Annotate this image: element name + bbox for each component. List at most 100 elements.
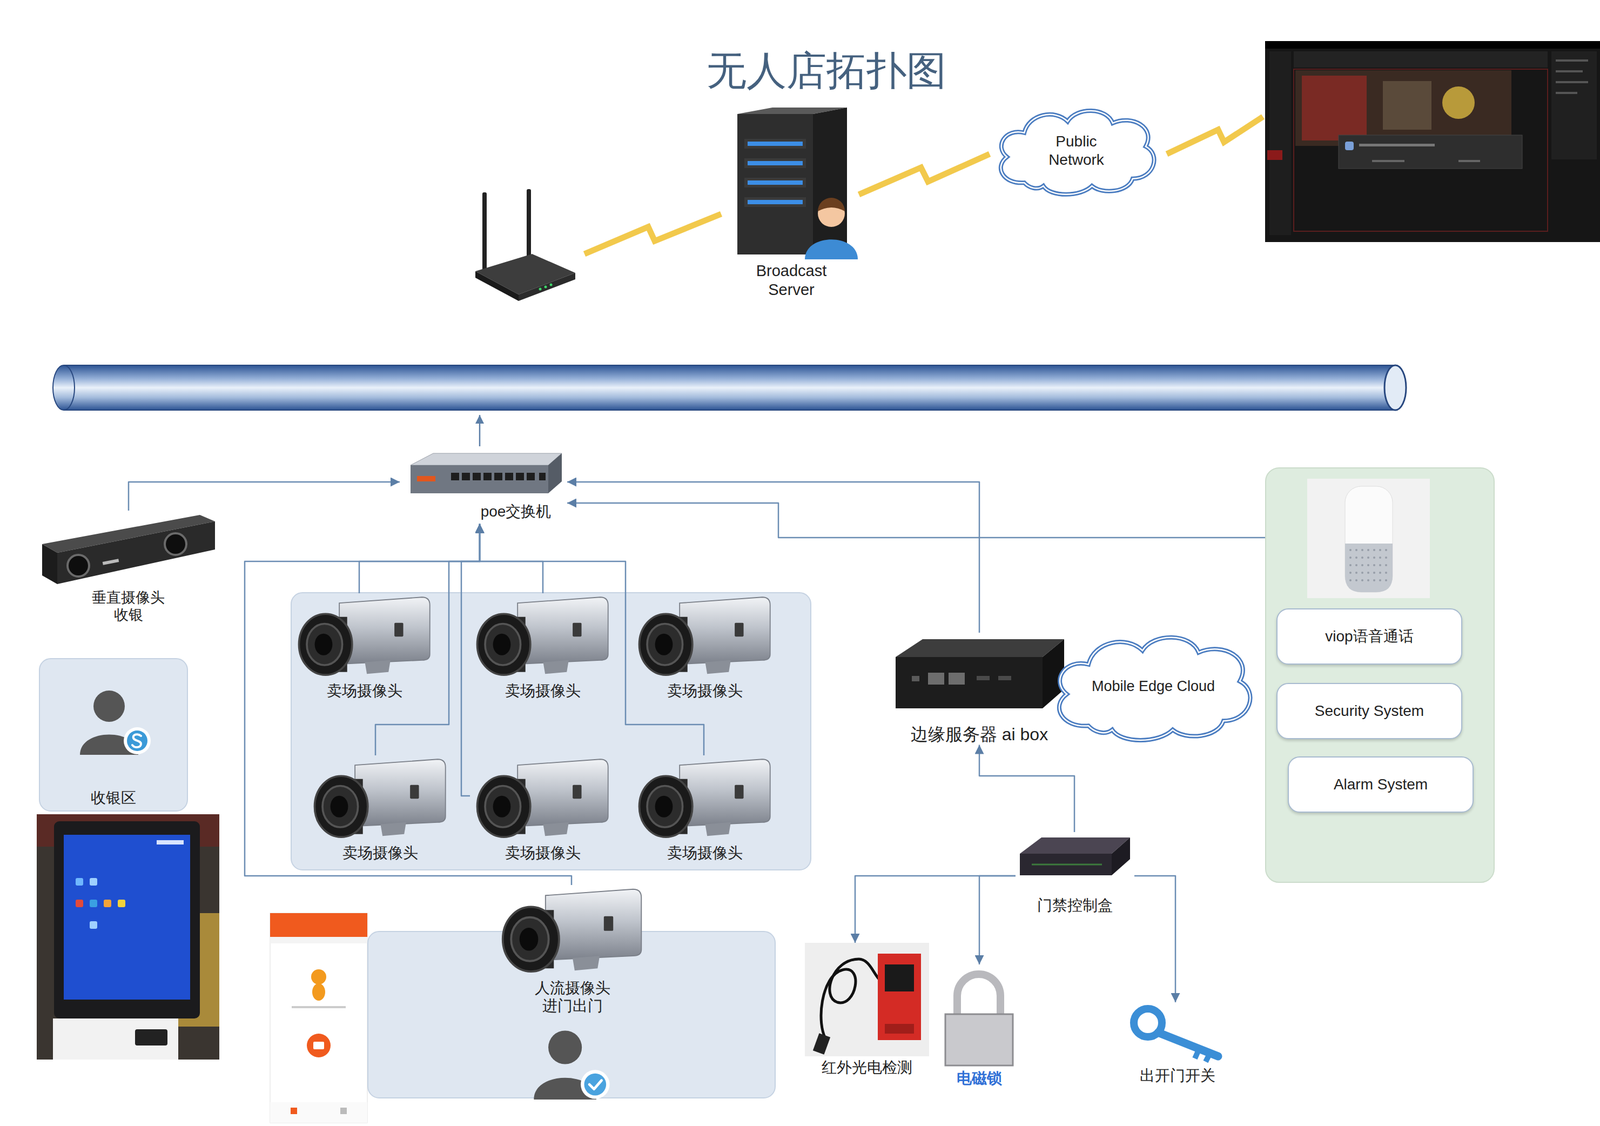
personcheck-icon — [583, 1073, 607, 1096]
app-screenshot — [1345, 141, 1354, 151]
speaker-icon — [1379, 579, 1382, 582]
personcheck-icon — [589, 1080, 602, 1089]
aibox-icon — [948, 672, 965, 685]
speaker-icon — [1385, 548, 1388, 551]
speaker-icon — [1379, 563, 1382, 567]
overhead-camera: 垂直摄像头 收银 — [37, 510, 219, 624]
poe-icon — [410, 465, 549, 494]
personcheck-icon — [548, 1030, 582, 1064]
app-screenshot — [1382, 81, 1432, 130]
cam-icon — [679, 758, 771, 826]
app-screenshot — [1555, 91, 1578, 94]
cam-icon — [647, 623, 683, 665]
phone-screenshot — [291, 1005, 346, 1008]
ir-icon — [884, 964, 914, 992]
cam-icon — [517, 758, 609, 826]
speaker-icon — [1361, 556, 1364, 559]
ctrl-icon — [1031, 863, 1102, 866]
cam-icon — [409, 784, 419, 799]
personcheck-icon — [580, 1069, 610, 1099]
server-node: Broadcast Server — [723, 105, 859, 300]
speaker-icon — [1373, 579, 1376, 582]
router-icon — [526, 189, 531, 259]
phone-screenshot — [313, 1041, 325, 1050]
floor-camera: 卖场摄像头 — [307, 755, 454, 863]
floor-camera: 卖场摄像头 — [469, 593, 616, 701]
cam-icon — [311, 755, 450, 842]
phone-screenshot — [270, 1101, 368, 1123]
phone-screenshot — [311, 969, 327, 985]
poe-icon — [410, 453, 562, 466]
server-icon — [744, 177, 806, 188]
kiosk-photo — [36, 814, 220, 1060]
server-icon — [747, 160, 803, 166]
router-icon — [549, 283, 553, 287]
floor-camera: 卖场摄像头 — [469, 755, 616, 863]
speaker-icon — [1355, 571, 1358, 574]
voice-panel: viop语音通话Security SystemAlarm System — [1265, 467, 1495, 883]
vcam-icon — [57, 521, 215, 584]
speaker-icon — [1379, 556, 1382, 559]
cam-icon — [636, 593, 775, 680]
entrance-area: 人流摄像头 进门出门 — [367, 930, 776, 1099]
app-screenshot — [1338, 135, 1523, 169]
speaker-icon — [1307, 478, 1430, 598]
node-label: 收银区 — [90, 788, 137, 808]
poe-icon — [461, 472, 470, 481]
router-icon — [475, 189, 576, 301]
cam-icon — [704, 660, 731, 674]
edge-server: 边缘服务器 ai box — [890, 632, 1069, 745]
wireless-link — [584, 116, 1263, 254]
speaker-icon — [1355, 556, 1358, 559]
cam-icon — [654, 633, 673, 656]
server-icon — [723, 105, 859, 260]
cam-icon — [572, 622, 582, 637]
service-pill: viop语音通话 — [1276, 608, 1463, 665]
key-icon — [1123, 1002, 1232, 1065]
server-icon — [812, 107, 847, 255]
cam-icon — [647, 785, 683, 827]
vcam-icon — [42, 514, 215, 584]
app-screenshot — [1295, 70, 1512, 146]
node-label: 卖场摄像头 — [469, 681, 616, 701]
node-label: 卖场摄像头 — [632, 681, 778, 701]
person-icon — [79, 690, 151, 755]
poe-icon — [515, 472, 524, 481]
router-icon — [544, 285, 548, 289]
network-pipe — [52, 365, 1407, 410]
poe-switch: poe交换机 — [399, 448, 568, 524]
cloud-outline — [989, 102, 1163, 199]
speaker-icon — [1361, 563, 1364, 567]
node-label: poe交换机 — [399, 502, 568, 524]
speaker-icon — [1367, 579, 1370, 582]
cam-icon — [492, 633, 511, 656]
cloud-outline — [1059, 637, 1251, 741]
cam-icon — [502, 906, 560, 972]
person-icon — [132, 734, 141, 748]
kiosk-photo — [117, 899, 126, 907]
aibox-icon — [911, 675, 920, 682]
speaker-icon — [1355, 548, 1358, 551]
cam-icon — [511, 917, 549, 961]
cam-icon — [545, 889, 642, 960]
speaker-icon — [1379, 548, 1382, 551]
floor-camera: 卖场摄像头 — [291, 593, 438, 701]
lock-icon — [945, 973, 1013, 1066]
network-cloud: Public Network — [989, 102, 1163, 199]
kiosk-photo — [89, 920, 98, 929]
app-screenshot — [1442, 86, 1475, 119]
poe-icon — [399, 448, 568, 501]
speaker-icon — [1355, 563, 1358, 567]
connector — [979, 875, 1016, 965]
cam-icon — [704, 822, 731, 836]
ir-icon — [804, 942, 930, 1057]
kiosk-photo — [156, 839, 184, 845]
app-screenshot — [1293, 69, 1548, 232]
cloud-outline — [1000, 110, 1155, 195]
app-screenshot — [1269, 51, 1292, 235]
cam-icon — [639, 758, 770, 837]
cloud-outline — [1059, 637, 1251, 741]
poe-icon — [483, 472, 492, 481]
kiosk-photo — [54, 821, 200, 1019]
